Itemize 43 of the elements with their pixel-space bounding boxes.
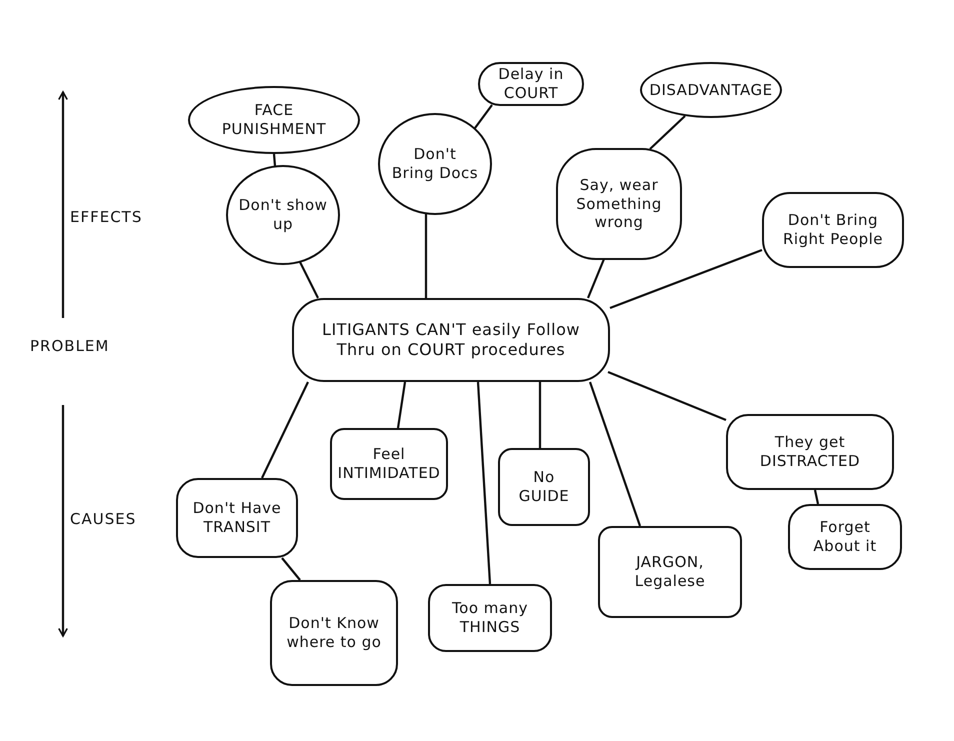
node-text: Don't Bring Docs xyxy=(390,145,480,183)
connector-line xyxy=(610,248,762,310)
connector-line xyxy=(814,490,820,504)
rounded-bubble xyxy=(292,298,610,382)
node-text: Don't Know where to go xyxy=(286,614,382,652)
node-text: Don't show up xyxy=(238,196,328,234)
node-text: Delay in COURT xyxy=(497,65,565,103)
node-text: No GUIDE xyxy=(518,468,570,506)
connector-line xyxy=(424,214,428,298)
connector-line xyxy=(649,115,686,150)
rounded-bubble xyxy=(428,584,552,652)
node-text: Too many THINGS xyxy=(451,599,529,637)
rounded-bubble xyxy=(726,414,894,490)
rounded-bubble xyxy=(498,448,590,526)
connector-line xyxy=(608,370,726,422)
connector-line xyxy=(299,262,319,298)
node-text: JARGON, Legalese xyxy=(634,553,706,591)
node-text: FACE PUNISHMENT xyxy=(220,101,328,139)
rounded-bubble xyxy=(598,526,742,618)
node-text: Feel INTIMIDATED xyxy=(338,445,440,483)
connector-line xyxy=(396,382,406,428)
node-text: They get DISTRACTED xyxy=(758,433,862,471)
connector-line xyxy=(261,382,309,478)
rounded-bubble xyxy=(556,148,682,260)
node-text: Say, wear Something wrong xyxy=(575,176,663,232)
node-text: DISADVANTAGE xyxy=(649,80,773,100)
connector-line xyxy=(588,382,642,526)
node-text: Don't Bring Right People xyxy=(782,211,884,249)
rounded-bubble xyxy=(270,580,398,686)
rounded-bubble xyxy=(330,428,448,500)
connector-line xyxy=(476,382,492,584)
rounded-bubble xyxy=(478,62,584,106)
rounded-bubble xyxy=(176,478,298,558)
rounded-bubble xyxy=(762,192,904,268)
rounded-bubble xyxy=(788,504,902,570)
node-text: Don't Have TRANSIT xyxy=(192,499,282,537)
node-text: Forget About it xyxy=(812,518,878,556)
node-text: LITIGANTS CAN'T easily Follow Thru on COURT procedures xyxy=(321,320,581,360)
connector-line xyxy=(586,258,606,298)
connector-line xyxy=(281,557,301,581)
connector-line xyxy=(474,104,493,129)
connector-line xyxy=(272,154,276,166)
connector-line xyxy=(538,382,542,448)
